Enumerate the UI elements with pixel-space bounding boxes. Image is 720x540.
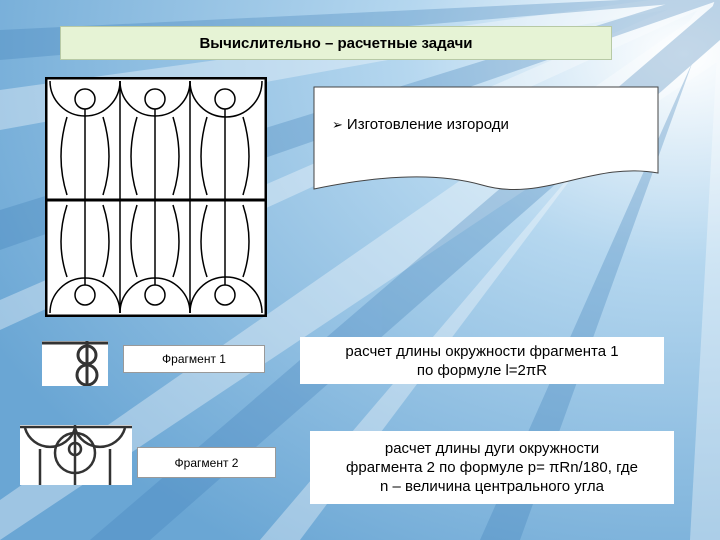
arrow-bullet-icon: ➢ [332, 117, 343, 132]
note-text: ➢Изготовление изгороди [332, 116, 509, 133]
note-label: Изготовление изгороди [346, 116, 509, 133]
note-card [313, 86, 659, 190]
fragment1-image [42, 341, 108, 386]
calc1-line1: расчет длины окружности фрагмента 1 [345, 342, 619, 360]
calc2-line1: расчет длины дуги окружности [384, 440, 600, 457]
fence-drawing [45, 77, 267, 317]
calc1-line2: по формуле l=2πR [416, 361, 548, 379]
fragment1-label: Фрагмент 1 [123, 345, 265, 373]
page-title: Вычислительно – расчетные задачи [60, 26, 612, 60]
fragment2-calculation: расчет длины дуги окружности фрагмента 2… [310, 431, 674, 504]
calc2-line3: n – величина центрального угла [380, 478, 604, 495]
calc2-line2: фрагмента 2 по формуле p= πRn/180, где [346, 459, 638, 476]
fragment2-label: Фрагмент 2 [137, 447, 276, 478]
fragment1-calculation: расчет длины окружности фрагмента 1 по ф… [300, 337, 664, 384]
fragment2-image [20, 425, 132, 485]
